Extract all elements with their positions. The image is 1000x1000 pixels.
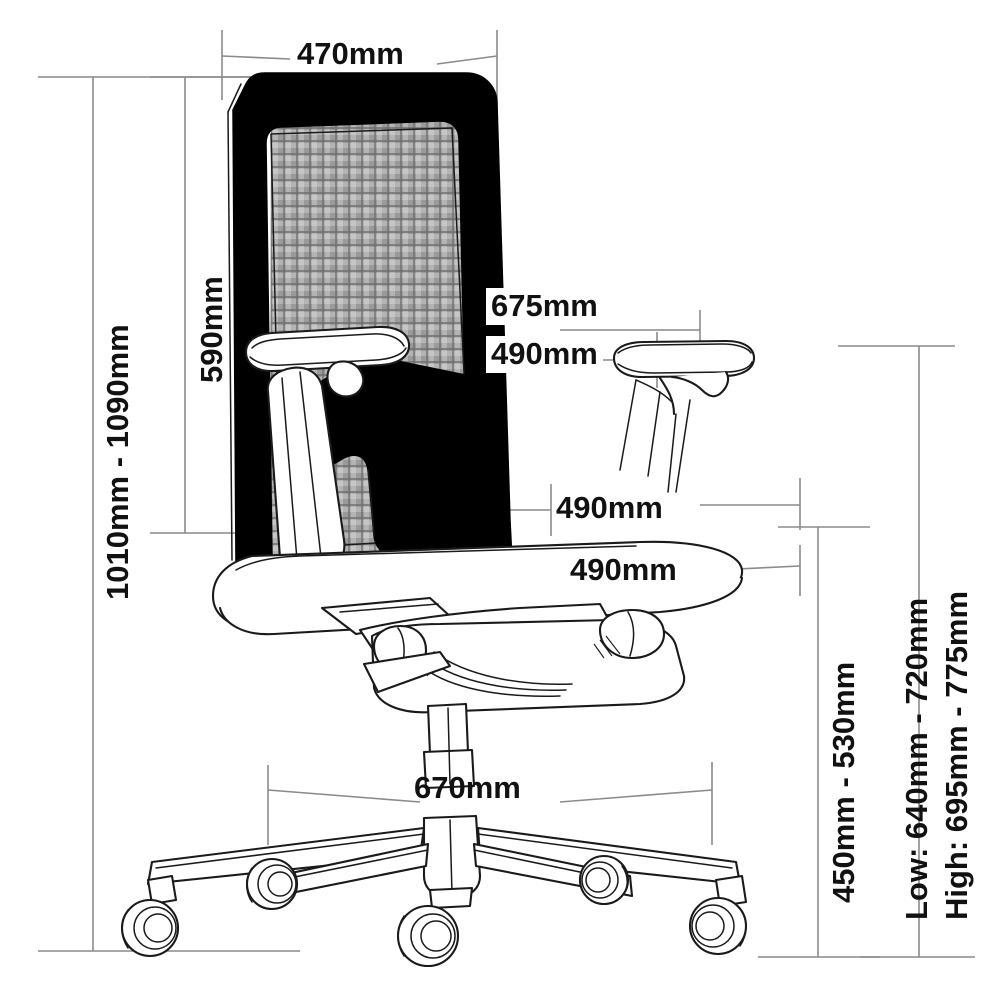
caster-far-right bbox=[688, 896, 748, 956]
dim-base-diameter bbox=[267, 762, 713, 845]
label-armrest-inner-width: 490mm bbox=[486, 336, 603, 373]
caster-center-front bbox=[396, 904, 460, 968]
label-armrest-height-low: Low: 640mm - 720mm bbox=[899, 597, 934, 920]
dim-seat-height bbox=[758, 526, 880, 958]
armrest-detail-view bbox=[612, 339, 756, 493]
label-armrest-height-high: High: 695mm - 775mm bbox=[939, 590, 974, 920]
dim-armrest-height bbox=[838, 345, 975, 958]
mechanism-housing bbox=[362, 608, 686, 714]
caster-mid-right bbox=[578, 854, 630, 906]
label-overall-height: 1010mm - 1090mm bbox=[100, 324, 135, 600]
label-backrest-height: 590mm bbox=[194, 276, 229, 383]
label-base-diameter: 670mm bbox=[414, 770, 521, 805]
label-armrest-outer-width: 675mm bbox=[486, 288, 603, 325]
gas-lift-column bbox=[422, 702, 476, 790]
label-seat-height: 450mm - 530mm bbox=[826, 661, 861, 903]
label-seat-depth: 490mm bbox=[556, 490, 663, 525]
label-seat-width: 490mm bbox=[570, 552, 677, 587]
five-star-base bbox=[120, 814, 748, 968]
caster-mid-left bbox=[245, 857, 299, 911]
caster-far-left bbox=[120, 898, 180, 958]
dim-seat-depth bbox=[500, 478, 801, 536]
label-backrest-width: 470mm bbox=[297, 36, 404, 71]
